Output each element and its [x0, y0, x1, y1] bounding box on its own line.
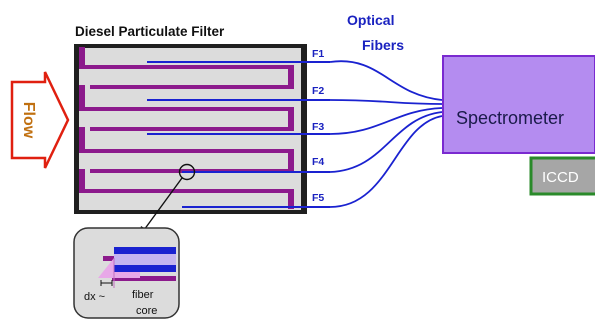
- zoom-inset: dx ~ fiber core: [73, 227, 180, 319]
- iccd: ICCD: [529, 156, 595, 196]
- inset-fiber-label-line1: fiber: [132, 289, 154, 301]
- fiber-f2-route: [329, 99, 443, 105]
- flow-arrow: Flow: [10, 71, 70, 169]
- spectrometer: Spectrometer: [442, 55, 595, 154]
- inset-wall-bottom: [112, 276, 176, 281]
- spectrometer-box: [442, 55, 595, 154]
- particulate-filter: [74, 44, 330, 214]
- flow-label: Flow: [20, 102, 37, 139]
- fiber-bundle: [329, 60, 443, 208]
- fiber-f4-route: [329, 111, 443, 173]
- inset-dx-label: dx ~: [84, 291, 105, 303]
- inset-fiber-body: [114, 254, 176, 265]
- fiber-label-f3: F3: [312, 121, 324, 133]
- fiber-labels: F1 F2 F3 F4 F5: [312, 48, 324, 204]
- fiber-f5-route: [329, 115, 443, 208]
- fiber-label-f2: F2: [312, 85, 324, 97]
- fiber-label-f1: F1: [312, 48, 324, 60]
- inset-fiber-label-line2: core: [136, 305, 157, 317]
- fiber-label-f5: F5: [312, 192, 324, 204]
- zoom-circle: [178, 163, 196, 181]
- inset-fiber-cladding: [114, 247, 176, 254]
- optical-fibers-label-line1: Optical: [347, 12, 394, 28]
- filter-title: Diesel Particulate Filter: [75, 24, 225, 39]
- fiber-label-f4: F4: [312, 156, 324, 168]
- fiber-f1-route: [329, 60, 443, 101]
- iccd-label: ICCD: [542, 169, 579, 186]
- inset-fiber-core: [114, 265, 176, 272]
- spectrometer-label: Spectrometer: [456, 108, 564, 128]
- fiber-f3-route: [329, 107, 443, 135]
- iccd-box: [529, 156, 595, 196]
- optical-fibers-label-line2: Fibers: [362, 37, 404, 53]
- flow-arrow-shape: [10, 71, 70, 169]
- fibers-in-filter: [147, 61, 330, 208]
